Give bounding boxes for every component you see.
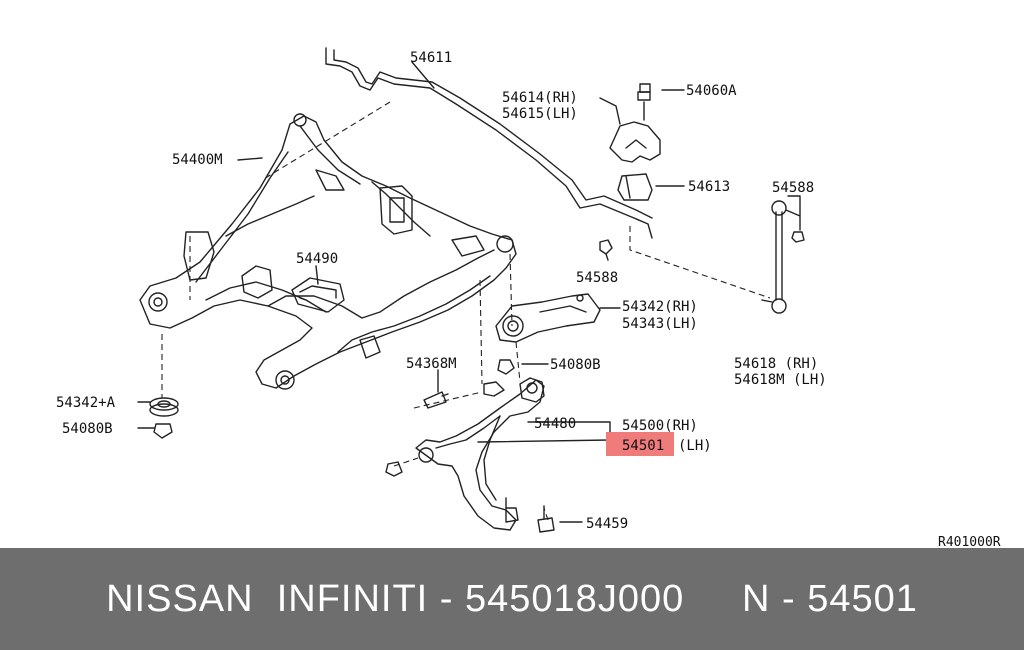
- bolt-54368M: [423, 391, 449, 409]
- label-54611: 54611: [410, 50, 452, 66]
- label-54501-lh: (LH): [678, 438, 712, 454]
- stabilizer-bushing: [617, 173, 653, 201]
- diagram-reference-code: R401000R: [938, 535, 1001, 548]
- label-54588-upper: 54588: [772, 180, 814, 196]
- nut-lower-arm-bushing: [385, 461, 403, 477]
- label-54400M: 54400M: [172, 152, 223, 168]
- nut-54588-upper: [791, 231, 805, 243]
- crossmember-mount-hole-rear: [275, 370, 295, 390]
- stabilizer-connecting-rod: [761, 200, 801, 314]
- label-54342A: 54342+A: [56, 395, 116, 411]
- label-54080B-right: 54080B: [550, 357, 601, 373]
- label-54618M-lh: 54618M (LH): [734, 372, 827, 388]
- stabilizer-bar: [325, 47, 653, 239]
- label-54588-lower: 54588: [576, 270, 618, 286]
- nut-54080B-left: [153, 423, 173, 439]
- crossmember-mount-hole-left: [148, 292, 168, 312]
- label-54615: 54615(LH): [502, 106, 578, 122]
- crossmember-mount-hole-right: [496, 235, 514, 253]
- caption-text: NISSAN INFINITI - 545018J000 N - 54501: [106, 577, 918, 620]
- highlight-54501: [606, 432, 674, 456]
- label-54618-rh: 54618 (RH): [734, 356, 818, 372]
- label-54459: 54459: [586, 516, 628, 532]
- label-54368M: 54368M: [406, 356, 457, 372]
- transverse-link-bracket: [495, 293, 601, 343]
- crossmember-mount-hole-top: [293, 113, 307, 127]
- label-54480: 54480: [534, 416, 576, 432]
- label-54500-rh: 54500(RH): [622, 418, 698, 434]
- crossmember-mount-hole-rear-inner: [280, 375, 290, 385]
- label-54490: 54490: [296, 251, 338, 267]
- label-54080B-left: 54080B: [62, 421, 113, 437]
- label-54342-rh: 54342(RH): [622, 299, 698, 315]
- nut-54080B-right: [497, 359, 515, 375]
- nut-54588-lower: [599, 239, 613, 255]
- front-crossmember: [139, 115, 517, 389]
- caption-bar: NISSAN INFINITI - 545018J000 N - 54501: [0, 548, 1024, 650]
- label-54060A: 54060A: [686, 83, 737, 99]
- label-54613: 54613: [688, 179, 730, 195]
- crossmember-mount-hole-left-inner: [153, 297, 163, 307]
- bracket-54490: [291, 277, 345, 313]
- parts-diagram: 54611 54614(RH) 54615(LH) 54060A 54400M …: [56, 47, 1001, 548]
- stabilizer-bracket: [609, 91, 661, 163]
- transverse-link: [415, 377, 545, 531]
- label-54501: 54501: [622, 438, 664, 454]
- label-54614: 54614(RH): [502, 90, 578, 106]
- washer-54342A: [149, 397, 179, 417]
- nut-54459: [537, 505, 555, 533]
- label-54343-lh: 54343(LH): [622, 316, 698, 332]
- nut-54060A: [639, 83, 651, 93]
